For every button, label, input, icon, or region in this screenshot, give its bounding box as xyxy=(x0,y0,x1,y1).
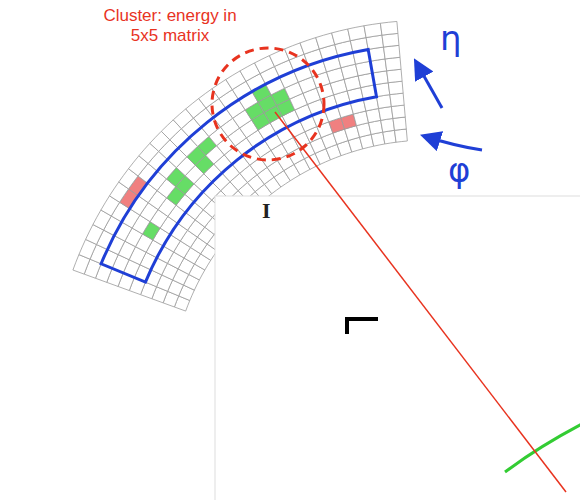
grid-cell xyxy=(394,129,407,142)
track-curve xyxy=(505,424,580,472)
grid-cell xyxy=(377,95,392,109)
grid-cell xyxy=(393,117,406,130)
grid-cell xyxy=(391,105,405,118)
inset-panel xyxy=(215,196,580,500)
leader-line xyxy=(275,112,566,492)
axis-label: φ xyxy=(448,150,488,191)
phi-arrow xyxy=(424,136,482,150)
grid-cell xyxy=(379,107,393,121)
grid-cell xyxy=(390,93,404,106)
grid-cell xyxy=(383,130,396,144)
cluster-circle xyxy=(212,48,324,160)
inset-text: I xyxy=(262,198,292,224)
callout-text: Cluster: energy in 5x5 matrix xyxy=(92,6,248,47)
grid-cell xyxy=(381,118,395,132)
grid-cell xyxy=(332,29,351,45)
grid-cell xyxy=(388,81,403,94)
grid-cell xyxy=(384,45,400,59)
grid-cell xyxy=(380,21,398,35)
eta-arrow xyxy=(416,62,442,108)
inset-frame-corner xyxy=(347,319,378,334)
axis-label: η xyxy=(440,18,480,59)
grid-cell xyxy=(387,69,402,82)
grid-cell xyxy=(382,33,399,47)
grid-cell xyxy=(348,26,366,41)
grid-cell xyxy=(364,23,382,37)
grid-cell xyxy=(385,57,401,71)
